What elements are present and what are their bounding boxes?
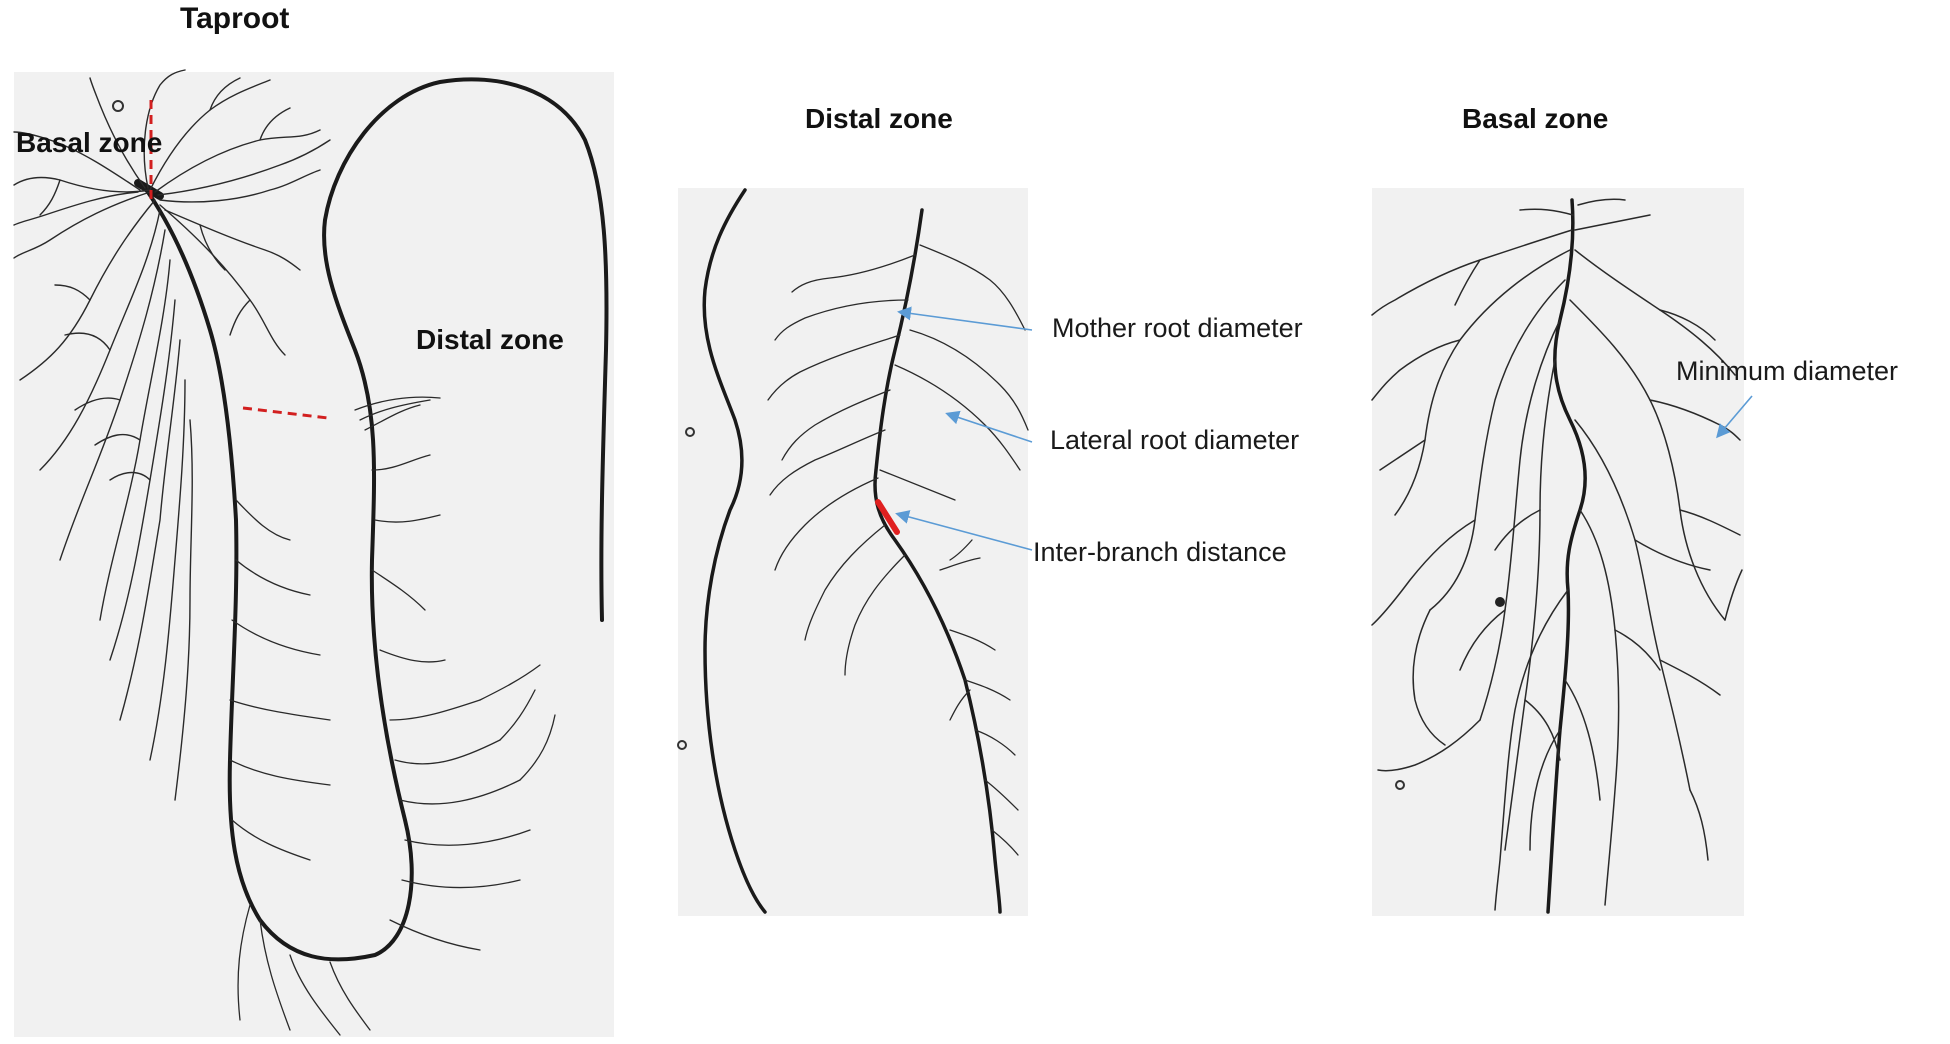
annotation-arrows: [895, 306, 1753, 551]
taproot-basal-zone-label: Basal zone: [16, 127, 163, 158]
minimum-diameter-arrow: [1716, 395, 1753, 439]
inter-branch-arrow: [895, 510, 1033, 551]
lateral-root-arrow: [945, 410, 1033, 443]
distal-lateral-roots: [767, 244, 1029, 856]
taproot-panel: [13, 69, 614, 1037]
taproot-zone-cut-lines: [149, 100, 329, 420]
mother-root-arrow: [897, 306, 1033, 331]
taproot-distal-laterals: [229, 396, 556, 1036]
basal-scan-artifact: [1495, 597, 1505, 607]
distal-panel-title: Distal zone: [805, 103, 953, 134]
taproot-basal-laterals: [13, 69, 331, 801]
distal-panel: [677, 188, 1029, 916]
distal-scan-background: [678, 188, 1028, 916]
distal-scan-artifact-1: [685, 427, 695, 437]
inter-branch-distance-label: Inter-branch distance: [1033, 537, 1287, 567]
taproot-scan-background: [14, 72, 614, 1037]
basal-scan-background: [1372, 188, 1744, 916]
taproot-scan-artifact: [112, 100, 124, 112]
lateral-root-diameter-label: Lateral root diameter: [1050, 425, 1300, 455]
basal-scan-artifact-2: [1395, 780, 1405, 790]
basal-lateral-roots: [1371, 198, 1743, 911]
basal-panel-title: Basal zone: [1462, 103, 1609, 134]
inter-branch-segment: [875, 499, 900, 535]
distal-scan-artifact-2: [677, 740, 687, 750]
neighbor-root: [702, 188, 767, 914]
mother-root-diameter-label: Mother root diameter: [1052, 313, 1303, 343]
taproot-distal-zone-label: Distal zone: [416, 324, 564, 355]
taproot-title: Taproot: [180, 2, 290, 35]
minimum-diameter-label: Minimum diameter: [1676, 356, 1899, 386]
basal-panel: [1371, 188, 1744, 916]
